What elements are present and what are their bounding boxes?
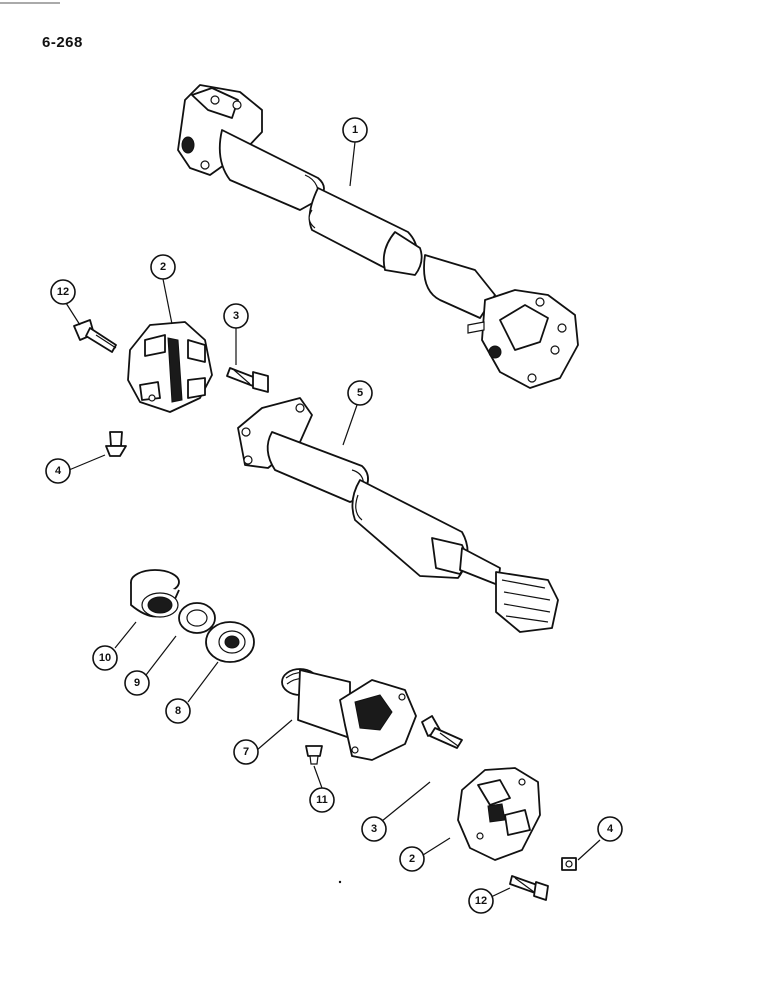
grease-fitting-part-4-upper [105, 431, 127, 457]
callout-10-label: 10 [99, 652, 111, 664]
callout-2-lower-label: 2 [409, 853, 415, 865]
callout-12-upper: 12 [50, 279, 76, 305]
cross-bearing-part-2-lower [457, 767, 541, 861]
callout-12-lower-label: 12 [475, 895, 487, 907]
callout-3-lower: 3 [361, 816, 387, 842]
driveshaft-part-5 [237, 397, 559, 633]
callout-7: 7 [233, 739, 259, 765]
washer-part-9 [178, 602, 216, 634]
scan-speck [338, 880, 342, 884]
callout-9-label: 9 [134, 677, 140, 689]
callout-3-upper-label: 3 [233, 310, 239, 322]
callout-3-lower-label: 3 [371, 823, 377, 835]
callout-2-lower: 2 [399, 846, 425, 872]
callout-7-label: 7 [243, 746, 249, 758]
callout-9: 9 [124, 670, 150, 696]
callout-11: 11 [309, 787, 335, 813]
callout-8: 8 [165, 698, 191, 724]
callout-5: 5 [347, 380, 373, 406]
callout-2-upper-label: 2 [160, 261, 166, 273]
grease-fitting-part-4-lower [561, 857, 577, 871]
seal-part-8 [205, 621, 255, 663]
callout-10: 10 [92, 645, 118, 671]
bearing-cup-part-10 [130, 569, 180, 618]
callout-12-lower: 12 [468, 888, 494, 914]
callout-1: 1 [342, 117, 368, 143]
callout-12-upper-label: 12 [57, 286, 69, 298]
grease-fitting-part-11 [305, 745, 323, 765]
page-number: 6-268 [42, 34, 83, 51]
callout-11-label: 11 [316, 794, 328, 806]
bolt-part-3-upper [226, 367, 269, 393]
callout-4-upper-label: 4 [55, 465, 62, 477]
cross-bearing-part-2-upper [127, 321, 213, 413]
leader-lines [65, 141, 601, 898]
bolt-part-12-lower [509, 875, 549, 901]
callout-3-upper: 3 [223, 303, 249, 329]
callout-4-upper: 4 [45, 458, 71, 484]
callout-1-label: 1 [352, 124, 358, 136]
bolt-part-12-upper [73, 319, 117, 353]
callout-5-label: 5 [357, 387, 363, 399]
bolt-part-3-lower [421, 715, 463, 749]
callout-4-lower: 4 [597, 816, 623, 842]
driveshaft-assembly-part-1 [177, 84, 579, 389]
slip-yoke-part-7 [281, 668, 417, 761]
callout-2-upper: 2 [150, 254, 176, 280]
callout-8-label: 8 [175, 705, 181, 717]
callout-4-lower-label: 4 [607, 823, 614, 835]
